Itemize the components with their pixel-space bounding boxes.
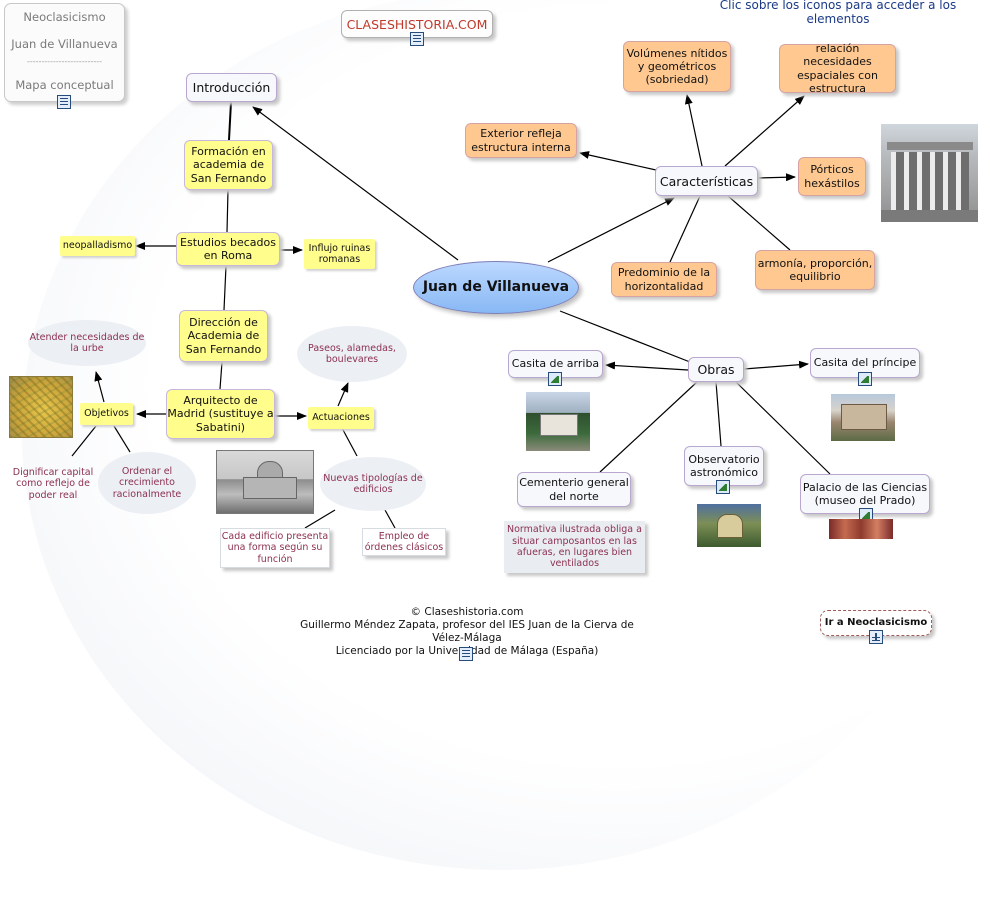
- node-objetivos: Objetivos: [80, 403, 133, 425]
- image-icon[interactable]: [548, 372, 562, 386]
- footer-author: Guillermo Méndez Zapata, profesor del IE…: [300, 619, 634, 644]
- node-dignificar: Dignificar capital como reflejo de poder…: [12, 466, 94, 501]
- madrid-map-image: [9, 376, 73, 438]
- line-car-porticos: [757, 173, 796, 182]
- line-objetivos-atender: [94, 371, 105, 403]
- node-neopalladismo: neopalladismo: [60, 236, 135, 256]
- node-obras: Obras: [688, 357, 744, 382]
- node-cada-edificio: Cada edificio presenta una forma según s…: [220, 528, 330, 568]
- document-icon[interactable]: [459, 647, 473, 661]
- prado-interior-image: [829, 519, 893, 539]
- node-predominio: Predominio de la horizontalidad: [611, 262, 717, 297]
- line-central-introduccion: [252, 106, 459, 261]
- engraving-image: [216, 450, 314, 514]
- node-introduccion: Introducción: [186, 73, 277, 102]
- footer-credits: © Claseshistoria.com Guillermo Méndez Za…: [285, 606, 649, 658]
- node-normativa: Normativa ilustrada obliga a situar camp…: [504, 521, 645, 573]
- node-influjo: Influjo ruinas romanas: [304, 239, 375, 269]
- side-subtitle: Juan de Villanueva: [11, 37, 118, 51]
- node-ordenar: Ordenar el crecimiento racionalmente: [98, 452, 196, 514]
- node-caracteristicas: Características: [655, 166, 758, 196]
- line-car-exterior: [579, 151, 657, 171]
- casita-arriba-image: [526, 392, 590, 451]
- line-central-obras: [559, 310, 691, 363]
- node-nuevas: Nuevas tipologías de edificios: [320, 457, 426, 511]
- line-car-volumenes: [684, 94, 703, 167]
- side-info-box: Neoclasicismo Juan de Villanueva -------…: [4, 3, 125, 102]
- node-relacion: relación necesidades espaciales con estr…: [779, 42, 896, 95]
- line-car-relacion: [724, 95, 805, 167]
- node-formacion: Formación en academia de San Fernando: [184, 140, 273, 190]
- line-obras-observatorio: [715, 381, 722, 447]
- image-icon[interactable]: [858, 372, 872, 386]
- line-direccion-arquitecto: [219, 361, 223, 390]
- node-empleo: Empleo de órdenes clásicos: [362, 528, 446, 556]
- prado-museum-image: [881, 124, 978, 222]
- line-car-predominio: [669, 195, 701, 263]
- node-volumenes: Volúmenes nítidos y geométricos (sobried…: [623, 41, 731, 92]
- line-obras-casita-arriba: [605, 361, 689, 371]
- node-cementerio: Cementerio general del norte: [517, 472, 631, 507]
- document-icon[interactable]: [410, 32, 424, 46]
- observatorio-image: [697, 504, 761, 547]
- document-icon[interactable]: [57, 95, 71, 109]
- side-divider: --------------------------: [26, 57, 103, 66]
- line-nuevas-empleo: [384, 509, 396, 529]
- node-palacio: Palacio de las Ciencias (museo del Prado…: [800, 474, 930, 514]
- central-node: Juan de Villanueva: [413, 261, 579, 314]
- line-obras-palacio: [735, 381, 831, 475]
- line-central-caracteristicas: [547, 197, 675, 263]
- node-atender: Atender necesidades de la urbe: [28, 320, 146, 366]
- line-estudios-direccion: [223, 265, 227, 311]
- node-porticos: Pórticos hexástilos: [798, 157, 866, 196]
- header-hint: Clic sobre los iconos para acceder a los…: [719, 0, 957, 26]
- node-actuaciones: Actuaciones: [308, 407, 374, 429]
- image-icon[interactable]: [859, 508, 873, 522]
- line-car-armonia: [727, 195, 791, 251]
- line-actuaciones-paseos: [337, 382, 349, 407]
- concept-map-icon[interactable]: [869, 630, 883, 644]
- line-introduccion-formacion: [228, 101, 232, 141]
- line-objetivos-dignificar: [71, 425, 97, 457]
- site-label: CLASESHISTORIA.COM: [341, 10, 493, 38]
- line-objetivos-ordenar: [113, 425, 131, 453]
- line-actuaciones-nuevas: [341, 427, 358, 457]
- node-observatorio: Observatorio astronómico: [684, 446, 764, 486]
- line-obras-casita-principe: [743, 360, 809, 370]
- image-icon[interactable]: [716, 480, 730, 494]
- footer-copyright: © Claseshistoria.com: [410, 606, 524, 618]
- side-title: Neoclasicismo: [23, 10, 106, 24]
- line-formacion-estudios: [226, 189, 229, 233]
- node-estudios: Estudios becados en Roma: [176, 232, 280, 266]
- line-obras-cementerio: [599, 381, 698, 473]
- node-arquitecto: Arquitecto de Madrid (sustituye a Sabati…: [166, 389, 275, 439]
- side-map-label: Mapa conceptual: [15, 78, 114, 92]
- node-armonia: armonía, proporción, equilibrio: [755, 250, 875, 290]
- node-paseos: Paseos, alamedas, boulevares: [297, 326, 407, 382]
- line-nuevas-cada: [304, 509, 336, 529]
- node-direccion: Dirección de Academia de San Fernando: [179, 310, 268, 362]
- casita-principe-image: [831, 394, 895, 441]
- node-exterior: Exterior refleja estructura interna: [465, 123, 577, 158]
